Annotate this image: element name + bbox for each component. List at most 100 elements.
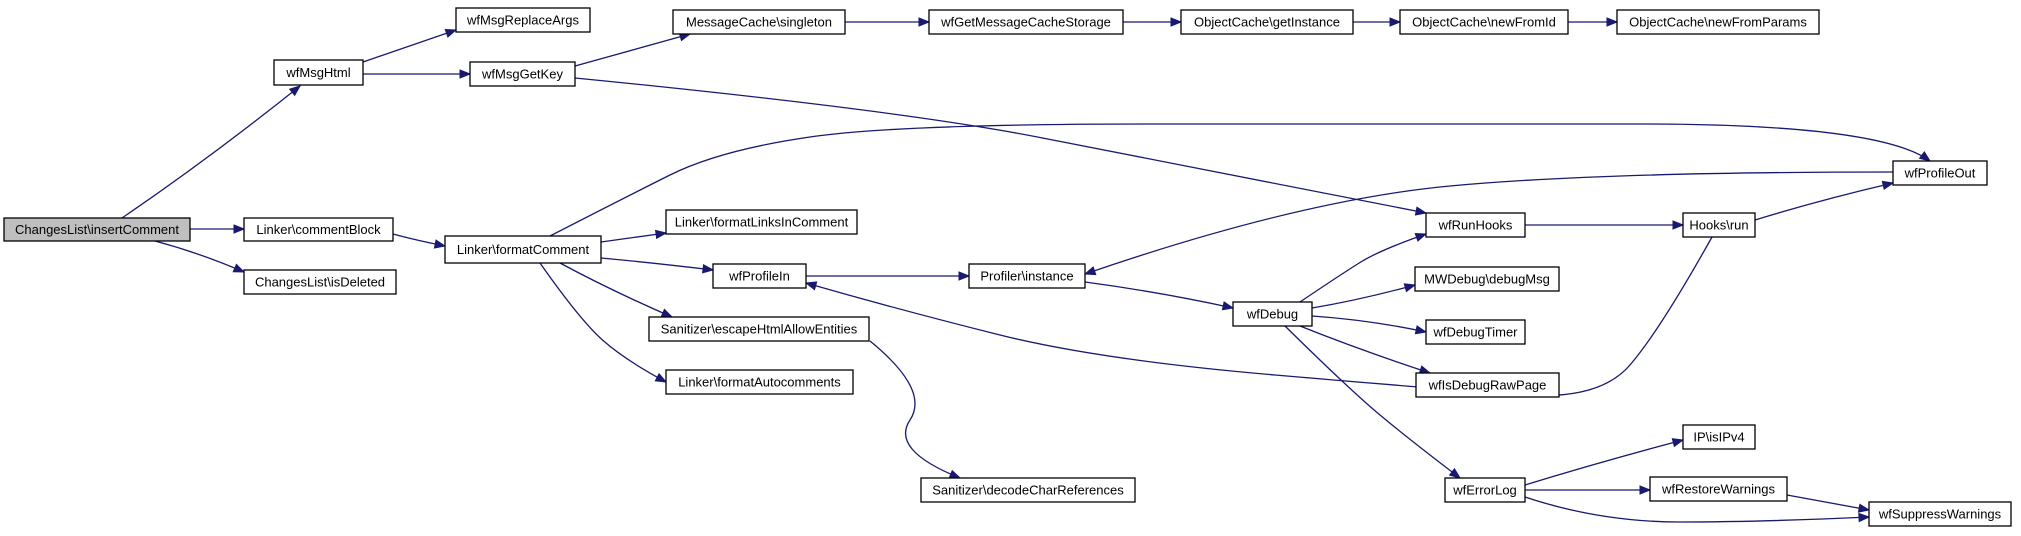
node-box	[243, 217, 394, 242]
edge-wfrunhooks-to-hooksrun	[1524, 220, 1685, 230]
node-wfprofilein[interactable]: wfProfileIn	[712, 263, 807, 289]
node-box	[968, 263, 1086, 289]
node-box	[243, 269, 397, 295]
edge-wfmsggetkey-to-wfrunhooks	[574, 77, 1428, 216]
node-box	[1415, 372, 1560, 398]
edge-line	[1084, 281, 1234, 309]
node-box	[712, 263, 807, 289]
node-box	[3, 217, 191, 242]
node-wfsuppresswarnings[interactable]: wfSuppressWarnings	[1868, 501, 2012, 527]
edge-line	[549, 123, 1931, 237]
node-sanitizer-decodecharreferences[interactable]: Sanitizer\decodeCharReferences	[920, 477, 1136, 503]
edge-linkerformatcomment-to-wfprofileout	[549, 123, 1932, 237]
node-linker-commentblock[interactable]: Linker\commentBlock	[243, 217, 394, 242]
edge-line	[869, 340, 961, 479]
node-box	[1399, 9, 1569, 35]
arrowhead	[1170, 17, 1183, 27]
node-wfdebugtimer[interactable]: wfDebugTimer	[1425, 319, 1526, 345]
edge-linkerformatcomment-to-linkerformatlinksincomment	[600, 229, 668, 243]
node-linker-formatlinksincomment[interactable]: Linker\formatLinksInComment	[665, 209, 858, 235]
node-box	[672, 9, 846, 35]
node-box	[1425, 212, 1526, 238]
edge-hooksrun-to-wfprofilein	[804, 236, 1713, 397]
arrowhead	[1857, 503, 1871, 513]
node-label: wfDebugTimer	[1432, 325, 1518, 340]
node-messagecache-singleton[interactable]: MessageCache\singleton	[672, 9, 846, 35]
node-mwdebug-debugmsg[interactable]: MWDebug\debugMsg	[1414, 266, 1560, 292]
node-box	[920, 477, 1136, 503]
node-box	[273, 59, 364, 86]
edge-line	[1524, 496, 1870, 523]
edge-hooksrun-to-wfprofileout	[1754, 180, 1895, 221]
arrowhead	[1918, 150, 1932, 162]
node-wfisdebugrawpage[interactable]: wfIsDebugRawPage	[1415, 372, 1560, 398]
node-label: wfIsDebugRawPage	[1428, 378, 1547, 393]
node-sanitizer-escapehtmlallowentities[interactable]: Sanitizer\escapeHtmlAllowEntities	[648, 316, 870, 342]
arrowhead	[1083, 266, 1097, 276]
node-box	[665, 209, 858, 235]
edge-root-to-linkercommentblock	[189, 224, 246, 234]
arrowhead	[433, 239, 447, 249]
node-wfdebug[interactable]: wfDebug	[1232, 301, 1313, 327]
edge-linkerformatcomment-to-linkerformatautocomments	[539, 262, 668, 383]
node-wfmsggetkey[interactable]: wfMsgGetKey	[469, 61, 576, 87]
edge-objcachegetinstance-to-objcachenewfromid	[1353, 17, 1402, 27]
node-wferrorlog[interactable]: wfErrorLog	[1444, 477, 1526, 503]
node-objectcache-getinstance[interactable]: ObjectCache\getInstance	[1180, 9, 1354, 35]
node-changeslist-insertcomment[interactable]: ChangesList\insertComment	[3, 217, 191, 242]
edge-wfdebug-to-mwdebugdebugmsg	[1311, 283, 1417, 309]
edge-line	[1299, 233, 1427, 303]
edge-line	[539, 262, 667, 383]
node-label: MWDebug\debugMsg	[1424, 272, 1550, 287]
node-linker-formatcomment[interactable]: Linker\formatComment	[444, 235, 602, 264]
node-label: wfProfileIn	[728, 269, 790, 284]
node-changeslist-isdeleted[interactable]: ChangesList\isDeleted	[243, 269, 397, 295]
node-label: wfMsgGetKey	[481, 67, 563, 82]
edge-line	[1311, 284, 1416, 309]
node-label: ObjectCache\newFromParams	[1629, 15, 1807, 30]
arrowhead	[958, 271, 971, 281]
edge-root-to-changeslistisdeleted	[154, 240, 246, 273]
node-profiler-instance[interactable]: Profiler\instance	[968, 263, 1086, 289]
node-objectcache-newfromparams[interactable]: ObjectCache\newFromParams	[1616, 9, 1820, 35]
node-wfgetmessagecachestorage[interactable]: wfGetMessageCacheStorage	[928, 9, 1124, 35]
node-wfprofileout[interactable]: wfProfileOut	[1892, 160, 1988, 186]
node-hooks-run[interactable]: Hooks\run	[1682, 212, 1756, 238]
node-box	[1232, 301, 1313, 327]
node-label: wfRestoreWarnings	[1661, 482, 1775, 497]
node-box	[1682, 424, 1756, 450]
arrowhead	[654, 229, 668, 240]
call-graph-nodes: ChangesList\insertComment wfMsgHtml wfMsgR…	[3, 7, 2012, 527]
edge-wfmsghtml-to-wfmsggetkey	[363, 69, 472, 79]
edge-line	[1754, 182, 1894, 221]
arrowhead	[233, 224, 246, 234]
node-objectcache-newfromid[interactable]: ObjectCache\newFromId	[1399, 9, 1569, 35]
edge-root-to-wfmsghtml	[121, 85, 302, 219]
node-label: MessageCache\singleton	[686, 15, 832, 30]
node-label: wfRunHooks	[1438, 218, 1513, 233]
node-wfrunhooks[interactable]: wfRunHooks	[1425, 212, 1526, 238]
edge-wfmsggetkey-to-msgcachesingleton	[574, 32, 692, 67]
node-box	[1649, 476, 1788, 502]
call-graph-edges	[121, 17, 1932, 523]
arrowhead	[948, 469, 962, 479]
edge-line	[805, 236, 1713, 397]
edge-line	[559, 262, 673, 318]
arrowhead	[1881, 180, 1895, 190]
node-wfrestorewarnings[interactable]: wfRestoreWarnings	[1649, 476, 1788, 502]
node-wfmsghtml[interactable]: wfMsgHtml	[273, 59, 364, 86]
node-box	[1682, 212, 1756, 238]
edge-line	[1524, 439, 1684, 486]
node-linker-formatautocomments[interactable]: Linker\formatAutocomments	[665, 369, 854, 395]
arrowhead	[1672, 220, 1685, 230]
node-wfmsgreplaceargs[interactable]: wfMsgReplaceArgs	[455, 7, 591, 33]
edge-line	[1786, 494, 1870, 511]
arrowhead	[660, 308, 674, 318]
node-box	[1868, 501, 2012, 527]
edge-line	[362, 29, 457, 63]
edge-sanitizerescape-to-sanitizerdecode	[869, 340, 962, 479]
node-label: Hooks\run	[1689, 218, 1748, 233]
node-label: wfProfileOut	[1904, 166, 1976, 181]
arrowhead	[1414, 206, 1428, 216]
node-ip-isipv4[interactable]: IP\isIPv4	[1682, 424, 1756, 450]
